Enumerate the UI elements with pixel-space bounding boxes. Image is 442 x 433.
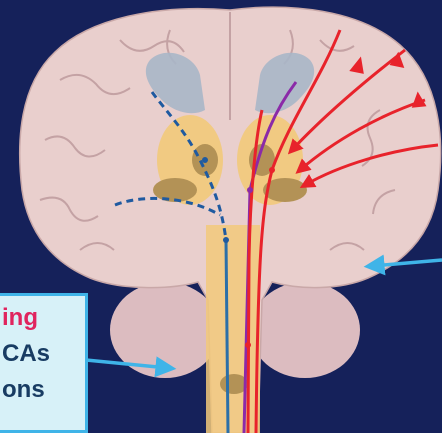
callout-line-3: ons	[2, 372, 85, 408]
brainstem	[206, 225, 260, 433]
cerebellum-right	[250, 282, 360, 378]
callout-line-1: ing	[2, 300, 85, 336]
callout-line-2: CAs	[2, 336, 85, 372]
blue-tract	[226, 240, 228, 433]
callout-box: ing CAs ons	[0, 293, 88, 433]
